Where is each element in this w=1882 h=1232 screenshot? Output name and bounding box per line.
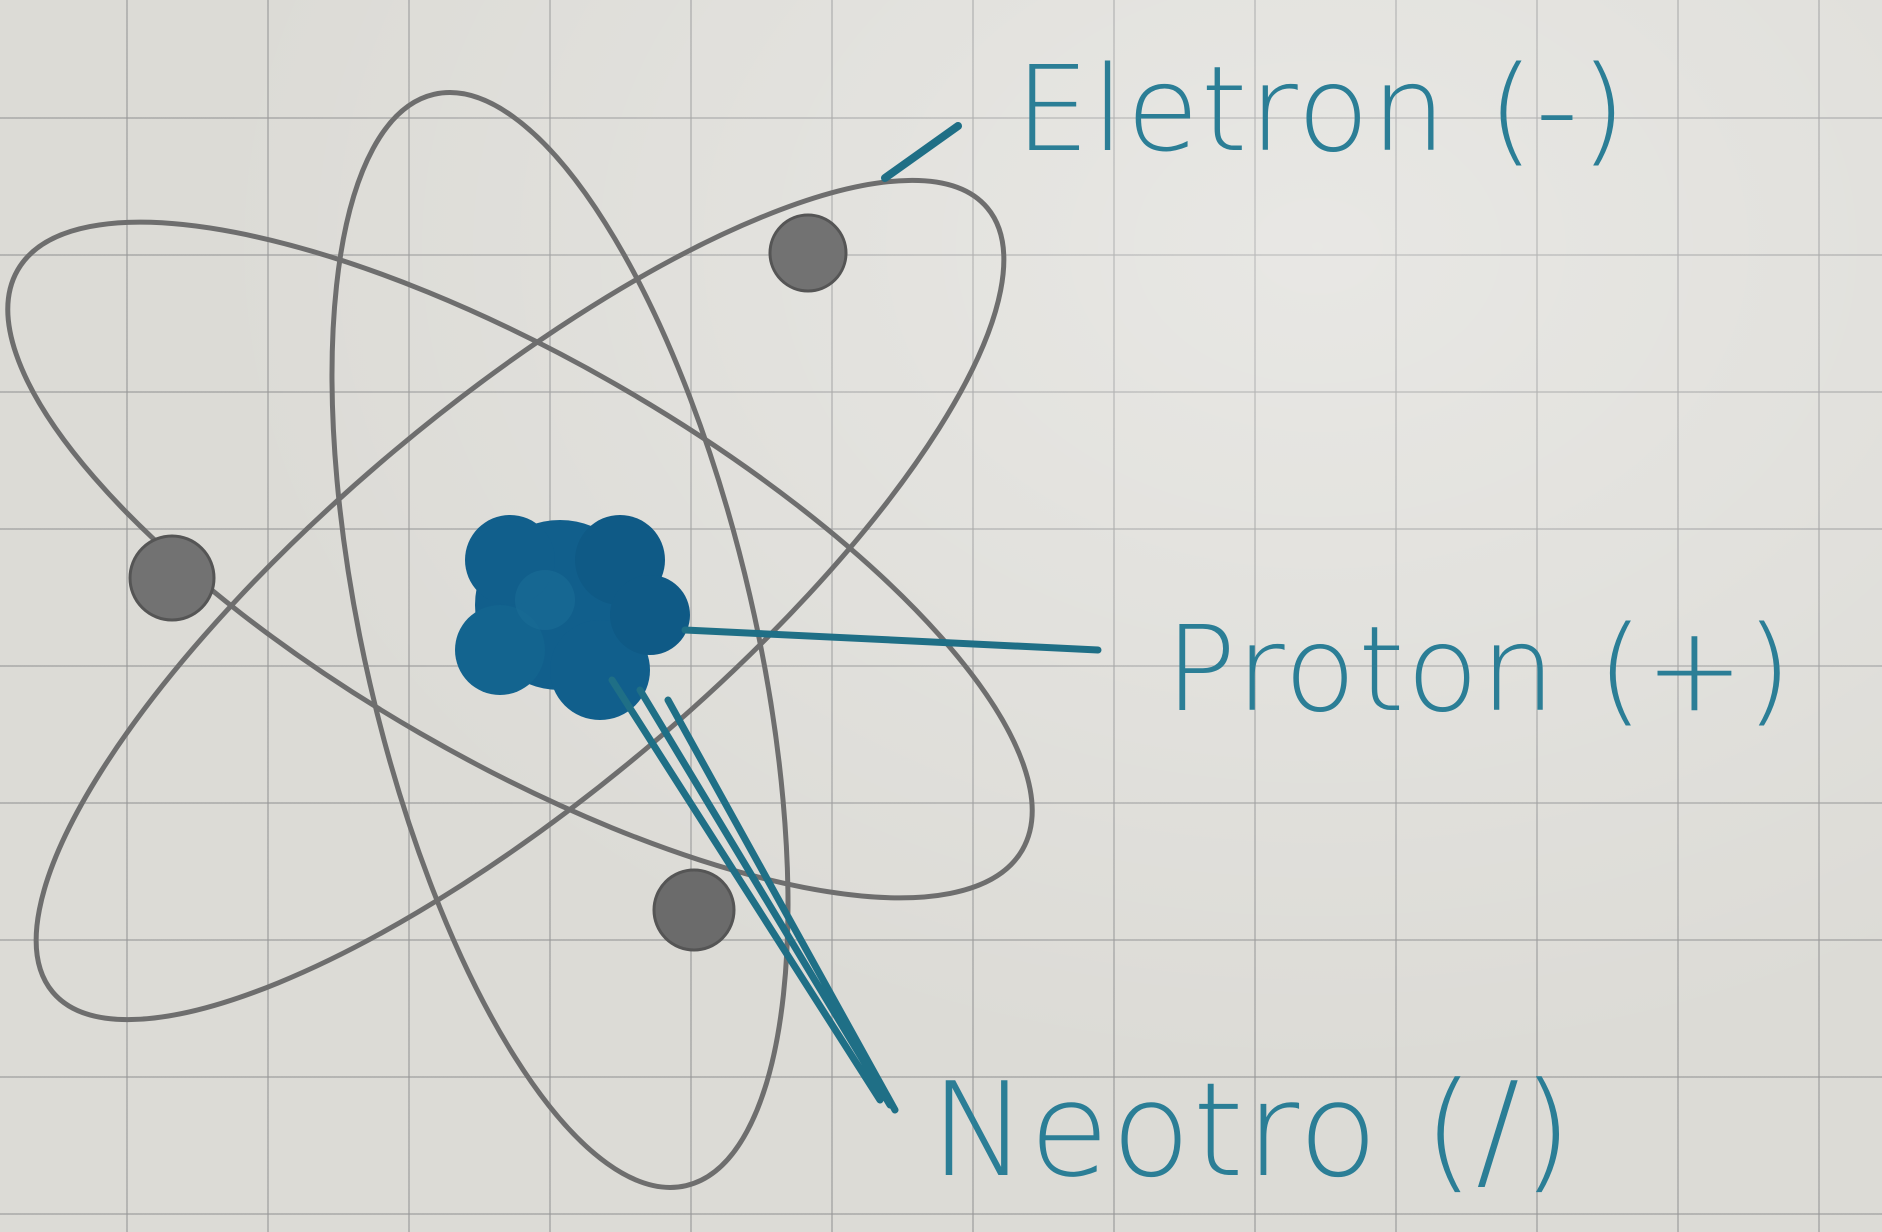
proton-label: Proton (+) [1165,600,1794,738]
orbit-left-diagonal [5,219,1035,901]
electron-top [768,213,848,293]
electron-left [128,534,216,622]
electron-label: Eletron (-) [1015,40,1628,178]
proton-pointer [681,626,1102,654]
neutron-label: Neotro (/) [930,1054,1574,1206]
orbit-right-diagonal [33,177,1007,1023]
electron-bottom [652,868,736,952]
nucleus [455,515,690,720]
neutron-pointer [608,676,899,1114]
orbit-vertical [329,90,791,1190]
electron-pointer [881,122,962,182]
